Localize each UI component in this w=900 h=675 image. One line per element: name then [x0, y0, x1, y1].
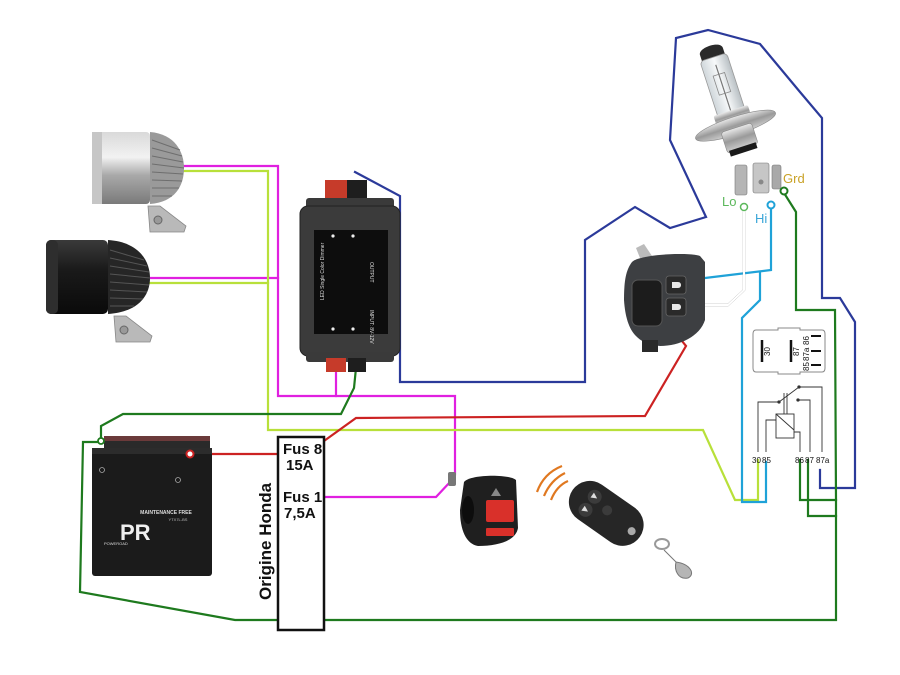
fuse-1-rating: 7,5A: [284, 505, 316, 522]
fuse-8-rating: 15A: [286, 457, 314, 474]
wire-green-grd: [782, 191, 838, 502]
label-grd: Grd: [783, 171, 805, 186]
relay-top-pin-87a: 87a: [802, 347, 811, 361]
relay-top-pin-30: 30: [763, 347, 772, 356]
fuse-box-label: Origine Honda: [256, 482, 275, 600]
led-lamp-black: [46, 240, 153, 343]
relay-top-pin-87: 87: [792, 347, 801, 356]
relay-pin-87: 87: [805, 456, 814, 465]
relay-schematic: [757, 385, 823, 452]
wire-green-dimmer-minus: [99, 366, 358, 442]
wire-yellowgreen-lamp1: [180, 169, 760, 502]
battery-positive-terminal: [185, 449, 195, 459]
wire-black-lo-core: [700, 206, 746, 307]
wire-magenta-fus1: [322, 480, 452, 499]
wire-green-relay87: [806, 458, 838, 518]
label-lo: Lo: [722, 194, 736, 209]
terminal-lo: [739, 202, 749, 212]
fuse-1-name: Fus 1: [283, 489, 322, 506]
relay-pin-85: 85: [762, 456, 771, 465]
relay-top-pin-86: 86: [802, 336, 811, 345]
relay-pin-87a: 87a: [816, 456, 830, 465]
wire-green-ground: [78, 440, 838, 622]
wire-navy-dimmer-to-relay: [353, 28, 857, 490]
terminal-hi: [766, 200, 776, 210]
relay-pinout: 30 87 85 87a 86: [752, 327, 826, 375]
label-hi: Hi: [755, 211, 767, 226]
battery: MAINTENANCE FREE YTX7L-BS PR POWEROAD: [92, 436, 212, 576]
fuse-8-name: Fus 8: [283, 441, 322, 458]
fuse-box: [276, 435, 326, 632]
dimmer-output-label: OUTPUT: [368, 262, 374, 283]
battery-logo: PR: [120, 520, 151, 545]
wire-black-lo: [700, 206, 746, 307]
led-dimmer: LED Single Color Dimmer OUTPUT INPUT: 8V…: [299, 180, 401, 372]
wire-blue-relay85: [740, 270, 768, 504]
relay-top-pin-85: 85: [802, 362, 811, 371]
handlebar-push-switch: [448, 472, 518, 546]
battery-maintenance: MAINTENANCE FREE: [140, 510, 192, 516]
battery-brand: POWEROAD: [104, 541, 128, 546]
relay-pin-86: 86: [795, 456, 804, 465]
relay-pin-30: 30: [752, 456, 761, 465]
handlebar-hilo-switch: [624, 244, 705, 352]
terminal-grd: [779, 186, 789, 196]
wire-blue-hi: [703, 205, 773, 280]
dimmer-input-label: INPUT: 8V-12V: [368, 310, 374, 344]
headlight-bulb: [695, 44, 782, 196]
dimmer-label: LED Single Color Dimmer: [320, 242, 326, 300]
battery-model: YTX7L-BS: [169, 517, 188, 522]
led-lamp-silver: [92, 132, 187, 233]
battery-negative-terminal: [97, 437, 105, 445]
wire-red-switch: [322, 334, 688, 443]
remote-key-fob: [535, 464, 692, 579]
